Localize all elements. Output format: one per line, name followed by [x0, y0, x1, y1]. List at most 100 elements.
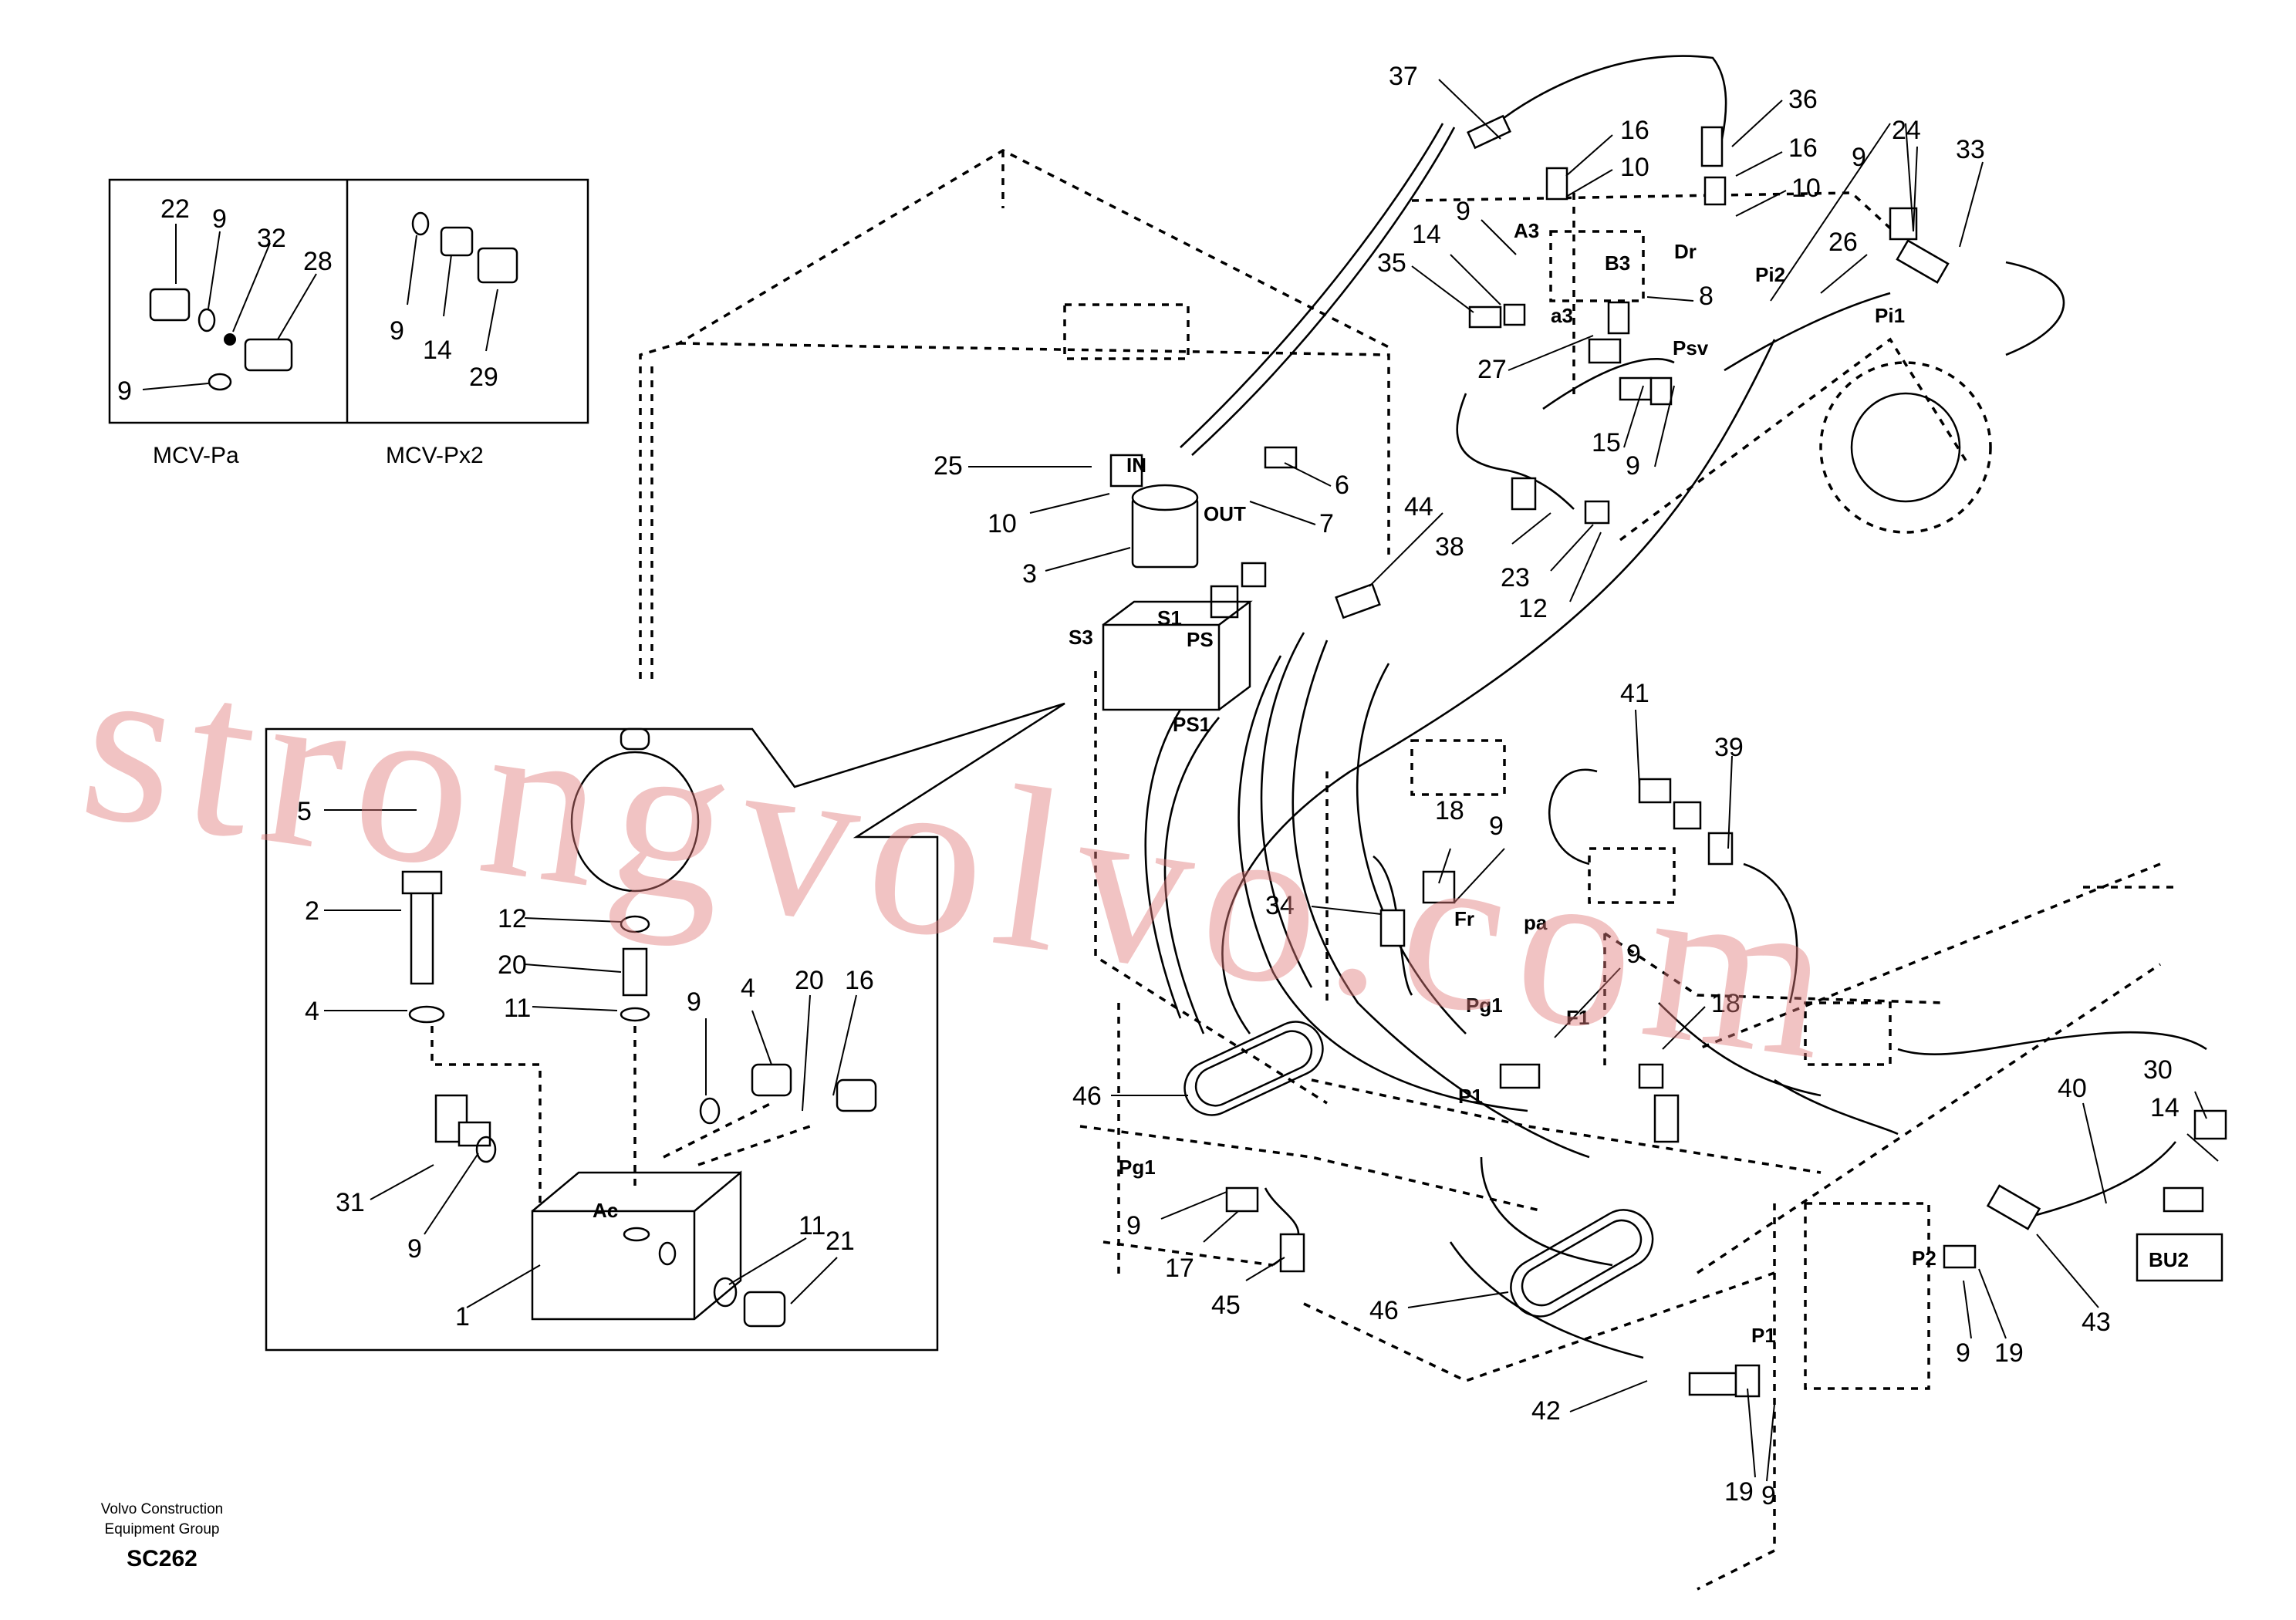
port-label: OUT — [1204, 502, 1246, 525]
part-label: 9 — [1456, 197, 1470, 226]
part-label: 10 — [988, 509, 1017, 538]
port-label: pa — [1524, 911, 1548, 934]
port-label: Pg1 — [1466, 994, 1503, 1017]
watermark: strongvolvo.com — [69, 609, 1859, 1110]
part-label: 41 — [1620, 679, 1649, 708]
part-label: 16 — [845, 966, 874, 995]
part-label: 32 — [257, 224, 286, 253]
part-label: 9 — [117, 376, 132, 406]
port-label: P1 — [1751, 1324, 1776, 1347]
part-label: 3 — [1022, 559, 1037, 589]
fittings — [1109, 114, 2227, 1398]
part-label: 9 — [1489, 812, 1504, 841]
part-label: 36 — [1788, 85, 1818, 114]
part-label: 1 — [455, 1302, 470, 1331]
part-label: 8 — [1699, 282, 1714, 311]
part-label: 38 — [1435, 532, 1464, 562]
part-label: 9 — [1852, 143, 1866, 172]
part-label: 20 — [498, 950, 527, 980]
port-label: BU2 — [2149, 1248, 2189, 1271]
part-label: 9 — [1126, 1211, 1141, 1240]
part-label: 24 — [1892, 116, 1921, 145]
part-label: 18 — [1711, 989, 1741, 1018]
port-label: S3 — [1069, 626, 1093, 649]
part-label: 14 — [2150, 1093, 2180, 1122]
fitting-variant-insets — [108, 178, 589, 424]
part-label: 37 — [1389, 62, 1418, 91]
part-label: 43 — [2082, 1308, 2111, 1337]
part-label: 11 — [504, 994, 531, 1023]
part-label: 35 — [1377, 248, 1406, 278]
part-label: 9 — [1761, 1481, 1776, 1510]
part-label: 9 — [1626, 940, 1641, 969]
part-label: 19 — [1724, 1477, 1754, 1507]
part-label: 33 — [1956, 135, 1985, 164]
part-label: 15 — [1592, 428, 1621, 457]
port-label: Pi2 — [1755, 263, 1785, 286]
port-label: Dr — [1674, 240, 1697, 263]
part-label: 46 — [1072, 1082, 1102, 1111]
port-label: PS1 — [1173, 713, 1210, 736]
part-label: 12 — [1518, 594, 1548, 623]
inset-caption-left: MCV-Pa — [153, 443, 239, 468]
part-label: 28 — [303, 247, 333, 276]
port-label: P1 — [1458, 1085, 1483, 1108]
part-label: 20 — [795, 966, 824, 995]
part-label: 25 — [934, 451, 963, 481]
part-label: 7 — [1319, 509, 1334, 538]
accumulator-detail-frame — [265, 702, 1065, 1352]
part-label: 9 — [1956, 1338, 1970, 1368]
part-label: 4 — [741, 974, 755, 1003]
part-label: 22 — [160, 194, 190, 224]
drawing-code: SC262 — [127, 1546, 198, 1571]
part-label: 39 — [1714, 733, 1744, 762]
part-number-labels: 37 16 10 36 16 10 9 24 33 26 9 14 35 8 2… — [117, 62, 2180, 1510]
part-label: 21 — [826, 1227, 855, 1256]
part-label: 16 — [1788, 133, 1818, 163]
part-label: 31 — [336, 1188, 365, 1217]
part-label: 9 — [1626, 451, 1640, 481]
part-label: 5 — [297, 797, 312, 826]
port-label: PS — [1187, 628, 1214, 651]
pilot-filter-assembly — [1102, 484, 1253, 711]
port-label: S1 — [1157, 606, 1182, 629]
port-label: B3 — [1605, 251, 1630, 275]
control-valve-blocks — [1063, 230, 1992, 1390]
inset-caption-right: MCV-Px2 — [386, 443, 484, 468]
port-label: Pi1 — [1875, 304, 1905, 327]
part-label: 10 — [1620, 153, 1649, 182]
part-label: 42 — [1531, 1396, 1561, 1426]
part-label: 26 — [1828, 228, 1858, 257]
port-label: F1 — [1566, 1006, 1589, 1029]
port-label: A3 — [1514, 219, 1539, 242]
part-label: 14 — [1412, 220, 1441, 249]
part-label: 16 — [1620, 116, 1649, 145]
accumulator-parts — [401, 727, 877, 1328]
port-label: Psv — [1673, 336, 1709, 359]
part-label: 27 — [1477, 355, 1507, 384]
credit-line-2: Equipment Group — [105, 1521, 220, 1537]
part-label: 11 — [799, 1211, 826, 1240]
part-label: 9 — [212, 204, 227, 234]
port-label: a3 — [1551, 304, 1573, 327]
port-labels: A3 Dr B3 Pi2 Pi1 a3 Psv IN OUT S1 PS S3 … — [593, 219, 2189, 1347]
hose-clamps — [1183, 1021, 1654, 1318]
part-label: 9 — [407, 1234, 422, 1264]
part-label: 40 — [2058, 1074, 2087, 1103]
part-label: 46 — [1369, 1296, 1399, 1325]
part-label: 4 — [305, 997, 319, 1026]
part-label: 19 — [1994, 1338, 2024, 1368]
part-label: 17 — [1165, 1254, 1194, 1283]
port-label: Fr — [1454, 907, 1474, 930]
part-label: 45 — [1211, 1291, 1241, 1320]
part-label: 2 — [305, 896, 319, 926]
part-label: 44 — [1404, 492, 1433, 521]
part-label: 30 — [2143, 1055, 2173, 1085]
port-label: Ac — [593, 1199, 618, 1222]
part-label: 12 — [498, 904, 527, 933]
part-label: 34 — [1265, 891, 1295, 920]
port-label: Pg1 — [1119, 1156, 1156, 1179]
port-label: P2 — [1912, 1247, 1936, 1270]
leader-lines — [142, 79, 2219, 1482]
